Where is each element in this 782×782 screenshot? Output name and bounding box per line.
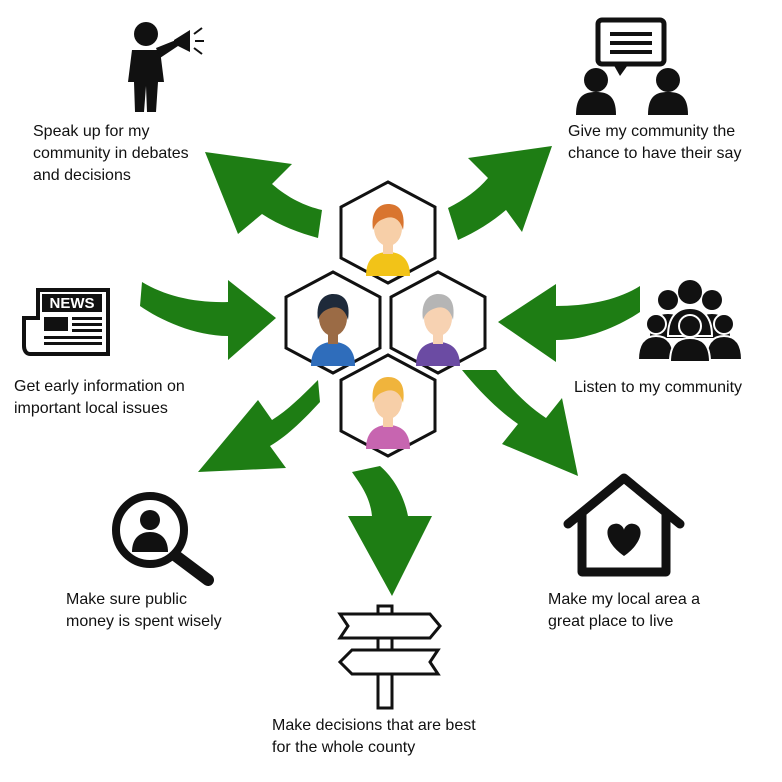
label-give-say: Give my community the chance to have the…: [568, 123, 742, 162]
arrow-to-decisions: [348, 466, 432, 596]
arrow-from-listen: [498, 284, 640, 362]
label-local-area: Make my local area a great place to live: [548, 591, 701, 630]
signpost-icon: [337, 604, 442, 710]
label-public-money: Make sure public money is spent wisely: [66, 591, 222, 630]
person-dark-hair-blue-shirt-icon: [311, 294, 355, 366]
group-people-icon: [636, 280, 744, 363]
arrow-to-public-money: [198, 380, 320, 472]
arrow-to-local-area: [462, 370, 578, 476]
magnifier-person-icon: [112, 492, 214, 586]
label-best-decisions: Make decisions that are best for the who…: [272, 717, 476, 756]
person-orange-hair-yellow-shirt-icon: [366, 204, 410, 276]
arrow-from-news: [140, 280, 276, 360]
label-listen: Listen to my community: [574, 379, 743, 396]
person-blonde-hair-pink-shirt-icon: [366, 377, 410, 449]
label-speak-up: Speak up for my community in debates and…: [33, 123, 189, 184]
arrow-to-speak-up: [205, 152, 322, 238]
megaphone-speaker-icon: [128, 22, 204, 112]
house-heart-icon: [563, 473, 685, 577]
news-badge: NEWS: [50, 295, 95, 312]
newspaper-icon: NEWS: [22, 288, 110, 356]
label-early-information: Get early information on important local…: [14, 378, 185, 417]
arrow-to-give-say: [448, 146, 552, 240]
conversation-chat-icon: [576, 17, 688, 115]
person-grey-hair-purple-shirt-icon: [416, 294, 460, 366]
